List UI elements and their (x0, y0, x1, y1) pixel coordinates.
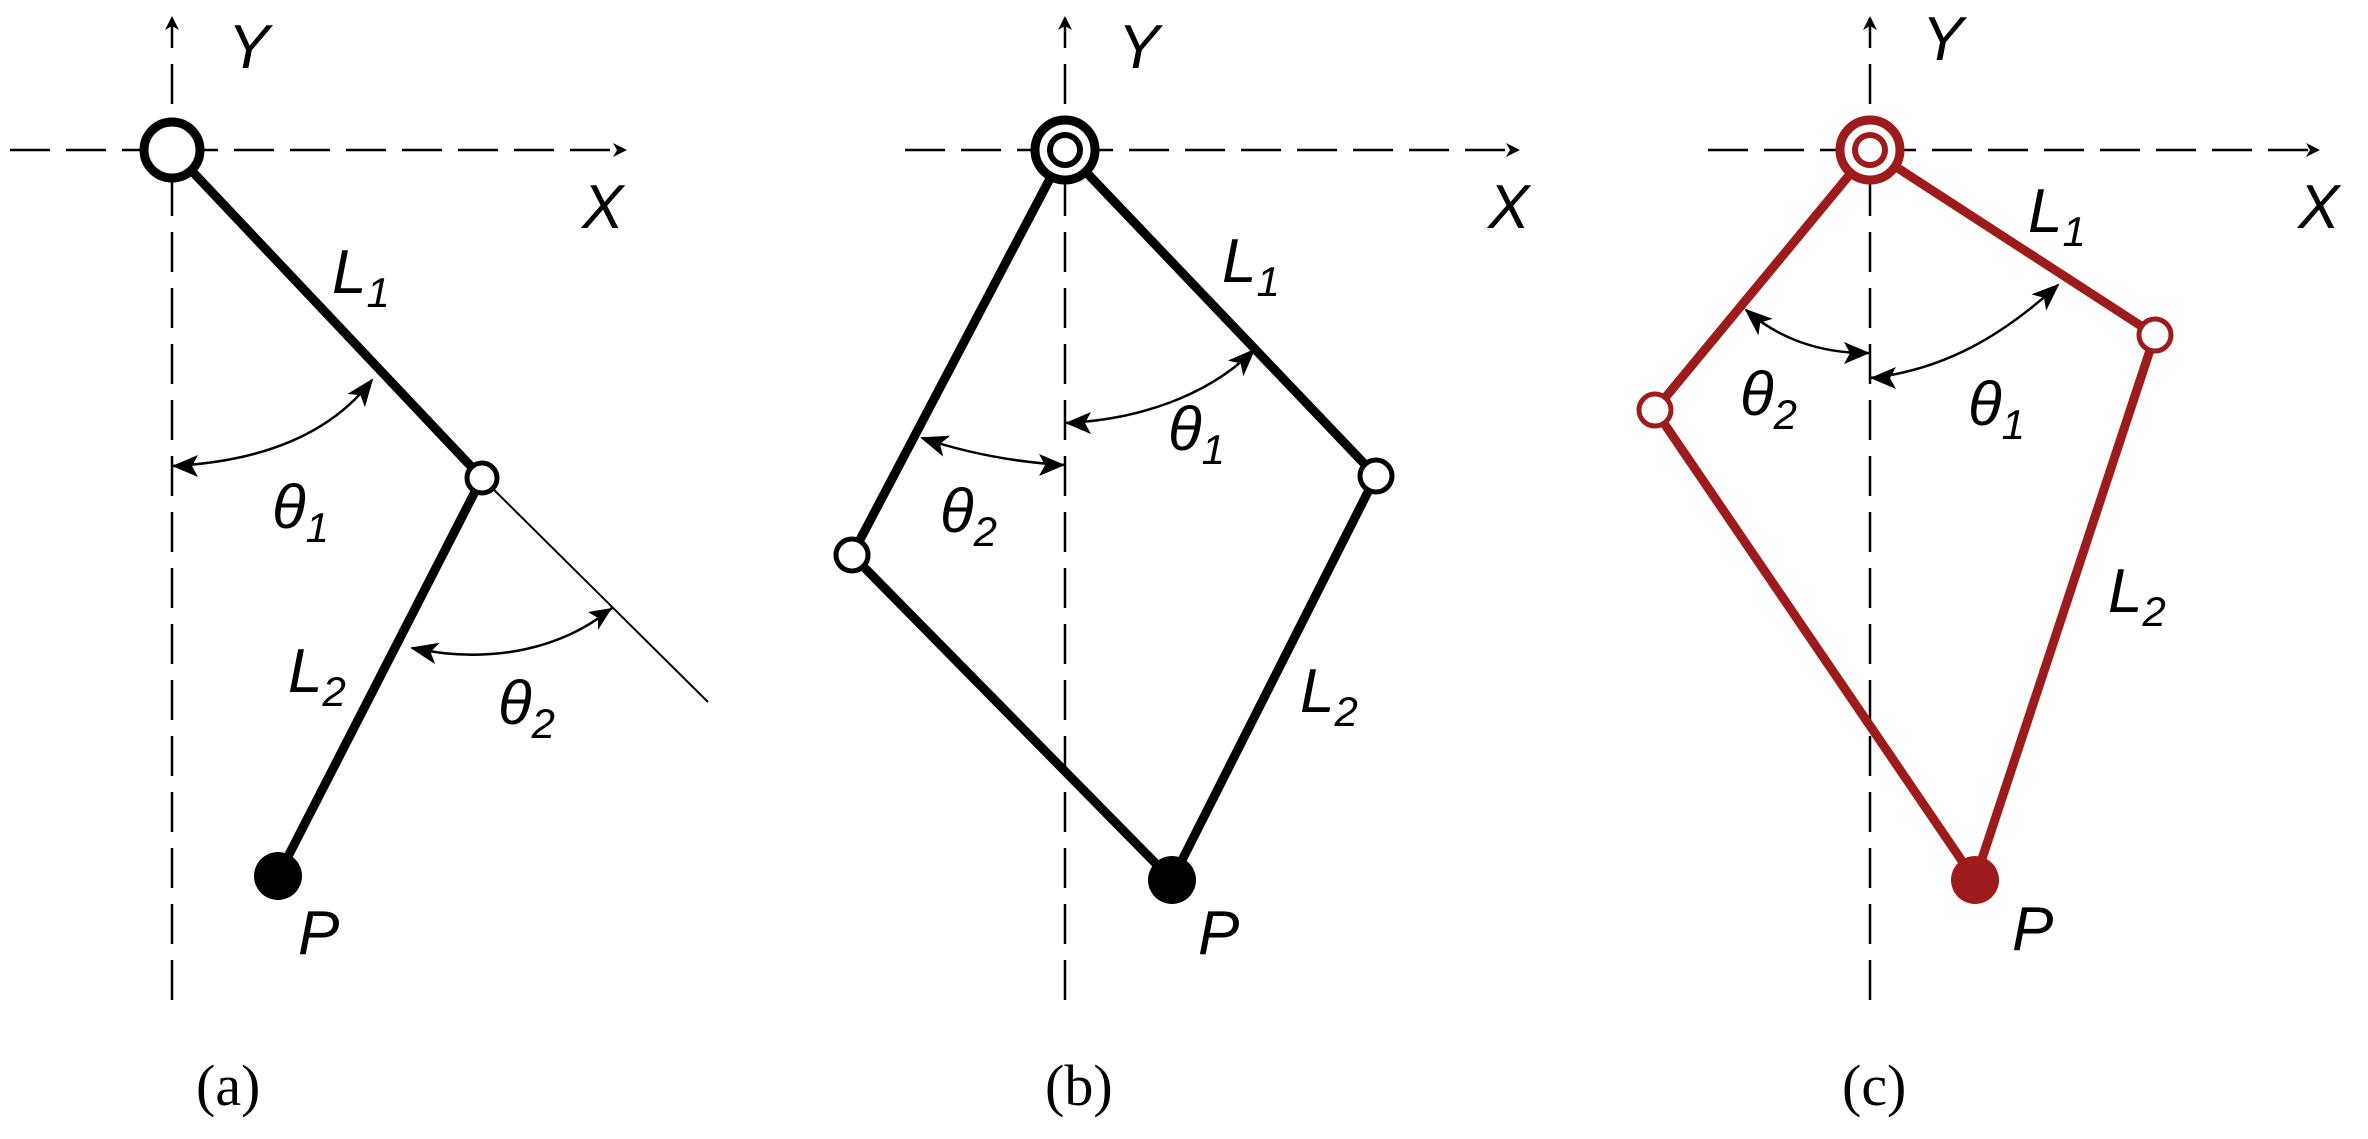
end-effector-p (1951, 856, 1999, 904)
theta1-start-arrowhead (1870, 367, 1896, 389)
end-effector-p (1148, 856, 1196, 904)
linkage-loop (1650, 145, 2160, 885)
label-l2: L2 (288, 637, 346, 715)
base-joint-inner (1852, 132, 1888, 168)
label-theta2: θ2 (940, 477, 997, 555)
theta1-start-arrowhead (1065, 412, 1091, 434)
link1-extension-line (481, 477, 709, 703)
panel-b: X Y L1 L2 θ1 θ2 P (b) (833, 13, 1532, 1118)
panel-c-axes (1708, 16, 2320, 1000)
label-l1: L1 (2028, 177, 2086, 255)
theta2-arc (410, 607, 613, 665)
end-effector-p (254, 852, 302, 900)
label-p: P (2012, 895, 2053, 964)
theta1-arc (171, 378, 374, 468)
panel-a-caption: (a) (196, 1053, 260, 1118)
label-p: P (1198, 899, 1239, 968)
base-joint (139, 117, 205, 183)
x-axis-label: X (580, 173, 626, 242)
y-axis-label: Y (228, 13, 274, 82)
panel-c: X Y L1 L2 θ1 θ2 P (c) (1636, 5, 2342, 1118)
x-axis-label: X (2296, 173, 2342, 242)
left-elbow-joint (1636, 391, 1674, 429)
label-p: P (298, 899, 339, 968)
base-joint-inner (1047, 132, 1083, 168)
linkage-loop (847, 145, 1381, 885)
label-theta1: θ1 (1968, 370, 2025, 448)
panel-a: X Y L1 L2 θ1 θ2 P (a) (10, 13, 709, 1118)
label-l2: L2 (2108, 557, 2166, 635)
theta1-arc (1869, 283, 2060, 380)
y-axis-label: Y (1922, 5, 1968, 74)
right-elbow-joint (2136, 316, 2174, 354)
right-elbow-joint (1357, 457, 1395, 495)
theta2-start-arrowhead (1039, 454, 1065, 476)
theta2-start-arrowhead (588, 608, 612, 630)
label-l2: L2 (1300, 657, 1358, 735)
label-theta1: θ1 (1168, 395, 1225, 473)
theta1-start-arrowhead (172, 455, 198, 477)
link-l2 (273, 475, 487, 879)
panel-c-caption: (c) (1842, 1053, 1906, 1118)
theta2-start-arrowhead (1844, 342, 1870, 364)
panel-b-caption: (b) (1045, 1053, 1113, 1118)
y-axis-label: Y (1118, 13, 1164, 82)
x-axis-label: X (1486, 173, 1532, 242)
label-l1: L1 (332, 238, 390, 316)
elbow-joint (464, 460, 500, 496)
label-l1: L1 (1222, 227, 1280, 305)
left-elbow-joint (833, 536, 871, 574)
label-theta1: θ1 (272, 473, 329, 551)
label-theta2: θ2 (1740, 360, 1797, 438)
label-theta2: θ2 (498, 669, 555, 747)
link-l1 (168, 146, 486, 482)
theta1-arc (1064, 348, 1256, 425)
